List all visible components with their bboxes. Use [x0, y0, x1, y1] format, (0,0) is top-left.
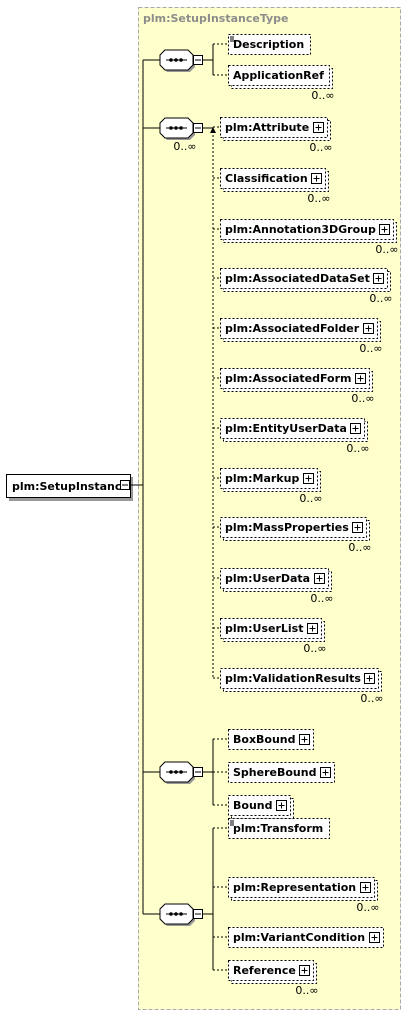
element-box[interactable] [228, 729, 314, 750]
element-cardinality: 0..∞ [311, 89, 334, 102]
type-title: plm:SetupInstanceType [143, 12, 289, 25]
element-box[interactable] [228, 65, 330, 86]
element-cardinality: 0..∞ [356, 901, 379, 914]
element-box[interactable] [220, 368, 370, 389]
element-label: plm:AssociatedForm [225, 372, 352, 385]
element-cardinality: 0..∞ [303, 642, 326, 655]
element-label: plm:Annotation3DGroup [225, 223, 376, 236]
element-cardinality: 0..∞ [348, 541, 371, 554]
compositor-dot [179, 126, 183, 130]
element-box[interactable] [228, 877, 375, 898]
element-label: plm:Transform [233, 822, 323, 835]
element-cardinality: 0..∞ [346, 442, 369, 455]
element-cardinality: 0..∞ [369, 292, 392, 305]
type-container [138, 7, 401, 1010]
element-label: ApplicationRef [233, 69, 324, 82]
compositor-dot [174, 126, 178, 130]
element-label: plm:Attribute [225, 121, 309, 134]
element-label: Description [233, 38, 304, 51]
element-box[interactable] [228, 927, 384, 948]
element-box[interactable] [220, 268, 388, 289]
element-label: plm:UserData [225, 572, 310, 585]
compositor-dot [174, 912, 178, 916]
element-box[interactable] [220, 318, 378, 339]
repeat-arrow-icon [210, 127, 216, 133]
element-cardinality: 0..∞ [295, 984, 318, 997]
compositor-dot [169, 770, 173, 774]
element-label: plm:MassProperties [225, 521, 349, 534]
element-cardinality: 0..∞ [360, 692, 383, 705]
element-label: plm:VariantCondition [233, 931, 365, 944]
element-label: SphereBound [233, 766, 316, 779]
compositor-dot [179, 58, 183, 62]
root-element-label: plm:SetupInstance [12, 480, 129, 493]
compositor-dot [174, 58, 178, 62]
element-box[interactable] [228, 960, 314, 981]
compositor-dot [169, 58, 173, 62]
element-label: Reference [233, 964, 296, 977]
element-cardinality: 0..∞ [309, 141, 332, 154]
element-box[interactable] [228, 818, 330, 839]
root-element-box[interactable] [6, 474, 131, 498]
element-box[interactable] [220, 418, 365, 439]
element-box[interactable] [228, 34, 311, 55]
element-box[interactable] [220, 568, 329, 589]
element-cardinality: 0..∞ [307, 192, 330, 205]
element-label: plm:EntityUserData [225, 422, 347, 435]
compositor-dot [174, 770, 178, 774]
element-cardinality: 0..∞ [375, 243, 398, 256]
element-label: plm:UserList [225, 622, 303, 635]
element-cardinality: 0..∞ [351, 392, 374, 405]
element-box[interactable] [220, 618, 322, 639]
element-label: plm:AssociatedFolder [225, 322, 360, 335]
element-box[interactable] [220, 219, 394, 240]
element-box[interactable] [220, 168, 326, 189]
element-box[interactable] [220, 668, 379, 689]
element-cardinality: 0..∞ [299, 492, 322, 505]
compositor-dot [179, 770, 183, 774]
element-label: Classification [225, 172, 308, 185]
element-label: BoxBound [233, 733, 296, 746]
element-label: plm:ValidationResults [225, 672, 361, 685]
diagram-content: DescriptionApplicationRef0..∞0..∞plm:Att… [130, 34, 399, 997]
element-box[interactable] [220, 468, 318, 489]
element-label: Bound [233, 799, 272, 812]
element-label: plm:AssociatedDataSet [225, 272, 370, 285]
element-cardinality: 0..∞ [310, 592, 333, 605]
element-box[interactable] [228, 762, 335, 783]
compositor-dot [169, 126, 173, 130]
element-label: plm:Representation [233, 881, 356, 894]
element-label: plm:Markup [225, 472, 299, 485]
group-cardinality: 0..∞ [173, 140, 196, 153]
element-box[interactable] [220, 517, 367, 538]
compositor-dot [169, 912, 173, 916]
element-box[interactable] [228, 795, 291, 816]
element-box[interactable] [220, 117, 328, 138]
element-cardinality: 0..∞ [359, 342, 382, 355]
compositor-dot [179, 912, 183, 916]
